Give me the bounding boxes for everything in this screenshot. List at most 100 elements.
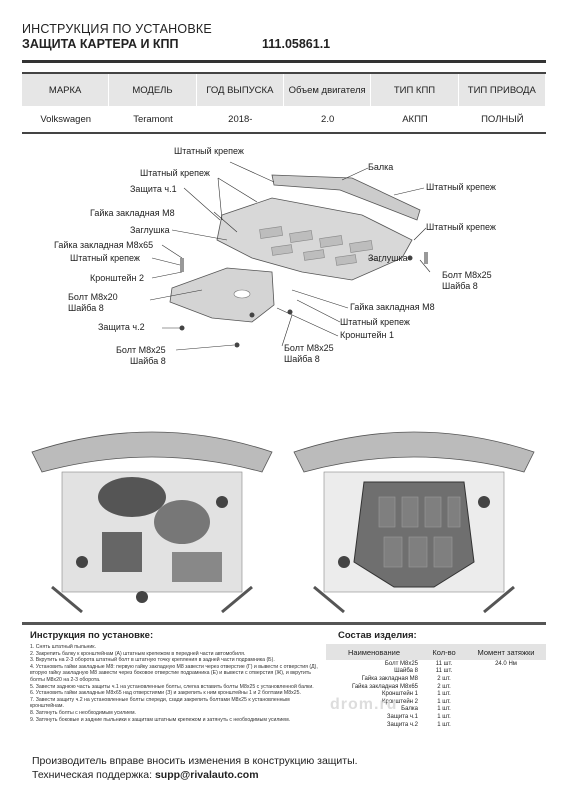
footer-support: Техническая поддержка: supp@rivalauto.co… (32, 768, 358, 782)
components-table: Наименование Кол-во Момент затяжки Болт … (326, 644, 546, 728)
table-row: Защита ч.2 1 шт. (326, 721, 546, 729)
component-name: Защита ч.2 (386, 721, 418, 728)
component-qty: 1 шт. (437, 706, 451, 713)
label-gayka-m8: Гайка закладная М8 (350, 302, 435, 312)
label-shaiba-8: Шайба 8 (130, 356, 166, 366)
label-shaiba-8: Шайба 8 (442, 281, 478, 291)
components-header-cell: Момент затяжки (477, 647, 535, 657)
component-qty: 1 шт. (437, 713, 451, 720)
component-name: Шайба 8 (394, 668, 418, 675)
component-qty: 1 шт. (437, 721, 451, 728)
spec-header-cell: Объем двигателя (284, 74, 372, 106)
component-qty: 11 шт. (435, 668, 453, 675)
label-bolt-m8x25: Болт М8х25 (116, 345, 166, 355)
components-header-cell: Наименование (348, 647, 400, 657)
label-shtatny-krepezh: Штатный крепеж (174, 146, 244, 156)
spec-header-cell: МОДЕЛЬ (109, 74, 197, 106)
spec-value-cell: АКПП (402, 113, 428, 125)
label-zaglushka: Заглушка (130, 225, 170, 235)
spec-value-cell: ПОЛНЫЙ (481, 113, 524, 125)
table-row: Балка 1 шт. (326, 706, 546, 714)
label-shtatny-krepezh: Штатный крепеж (340, 317, 410, 327)
instruction-step: 1. Снять штатный пыльник. (30, 644, 97, 650)
component-qty: 1 шт. (437, 698, 451, 705)
label-bolt-m8x25: Болт М8х25 (442, 270, 492, 280)
component-torque: 24.0 Нм (495, 660, 517, 667)
instruction-step: 3. Вкрутить на 2-3 оборота штатный болт … (30, 657, 275, 664)
instructions-list: 1. Снять штатный пыльник. 2. Закрепить б… (30, 644, 322, 723)
spec-header-cell: МАРКА (22, 74, 110, 106)
component-name: Гайка закладная М8 (361, 675, 418, 682)
label-kronshtein-2: Кронштейн 2 (90, 273, 144, 283)
spec-header-cell: ТИП ПРИВОДА (459, 74, 546, 106)
label-zaglushka: Заглушка (368, 253, 408, 263)
label-shtatny-krepezh: Штатный крепеж (70, 253, 140, 263)
divider (22, 622, 546, 625)
doc-title-line2: ЗАЩИТА КАРТЕРА И КПП (22, 37, 179, 51)
table-row: Болт М8х25 11 шт. 24.0 Нм (326, 660, 546, 668)
component-name: Кронштейн 1 (382, 691, 418, 698)
table-row: Кронштейн 2 1 шт. (326, 698, 546, 706)
component-name: Болт М8х25 (384, 660, 418, 667)
spec-value-cell: 2018- (228, 113, 253, 125)
label-shaiba-8: Шайба 8 (284, 354, 320, 364)
instruction-step: 9. Затянуть боковые и задние пыльники к … (30, 716, 291, 723)
support-label: Техническая поддержка: (32, 769, 153, 781)
spec-value-cell: Teramont (133, 113, 173, 125)
vehicle-spec-table: МАРКА МОДЕЛЬ ГОД ВЫПУСКА Объем двигателя… (22, 72, 546, 134)
skid-plate-drawing (149, 161, 431, 351)
component-name: Балка (401, 706, 418, 713)
component-qty: 11 шт. (435, 660, 453, 667)
spec-value-cell: Volkswagen (40, 113, 92, 125)
instruction-step: 2. Закрепить балку к кронштейнам (А) шта… (30, 650, 246, 657)
components-title: Состав изделия: (338, 630, 417, 641)
label-shtatny-krepezh: Штатный крепеж (426, 222, 496, 232)
instructions-title: Инструкция по установке: (30, 630, 154, 641)
instruction-step: 6. Установить гайки закладные М8х65 над … (30, 690, 301, 697)
component-qty: 1 шт. (437, 691, 451, 698)
underbody-before-image (31, 431, 273, 614)
header-title: ИНСТРУКЦИЯ ПО УСТАНОВКЕ ЗАЩИТА КАРТЕРА И… (22, 22, 212, 52)
label-shtatny-krepezh: Штатный крепеж (140, 168, 210, 178)
component-name: Кронштейн 2 (382, 698, 418, 705)
label-kronshtein-1: Кронштейн 1 (340, 330, 394, 340)
label-zashita-2: Защита ч.2 (98, 322, 145, 332)
label-balka: Балка (368, 162, 394, 172)
spec-header-row: МАРКА МОДЕЛЬ ГОД ВЫПУСКА Объем двигателя… (22, 74, 546, 106)
spec-value-row: Volkswagen Teramont 2018- 2.0 АКПП ПОЛНЫ… (22, 106, 546, 132)
label-gayka-m8: Гайка закладная М8 (90, 208, 175, 218)
label-zashita-1: Защита ч.1 (130, 184, 177, 194)
instruction-step: 5. Завести заднюю часть защиты ч.1 на ус… (30, 683, 314, 690)
table-row: Шайба 8 11 шт. (326, 668, 546, 676)
exploded-diagram: Штатный крепеж Штатный крепеж Защита ч.1… (22, 140, 546, 390)
components-header-row: Наименование Кол-во Момент затяжки (326, 644, 546, 660)
table-row: Кронштейн 1 1 шт. (326, 690, 546, 698)
component-name: Защита ч.1 (386, 713, 418, 720)
support-email-link[interactable]: supp@rivalauto.com (154, 769, 259, 781)
instruction-step: 7. Завести защиту ч.2 на установленные б… (30, 696, 290, 710)
table-row: Защита ч.1 1 шт. (326, 713, 546, 721)
components-header-cell: Кол-во (432, 647, 456, 657)
underbody-after-image (293, 431, 535, 614)
label-shaiba-8: Шайба 8 (68, 303, 104, 313)
footer-disclaimer: Производитель вправе вносить изменения в… (32, 755, 358, 767)
spec-value-cell: 2.0 (321, 113, 335, 125)
doc-title-line1: ИНСТРУКЦИЯ ПО УСТАНОВКЕ (22, 22, 212, 36)
component-name: Гайка закладная М8х65 (351, 683, 418, 690)
label-shtatny-krepezh: Штатный крепеж (426, 182, 496, 192)
label-gayka-m8x65: Гайка закладная М8х65 (54, 240, 154, 250)
label-bolt-m8x25: Болт М8х25 (284, 343, 334, 353)
table-row: Гайка закладная М8 2 шт. (326, 675, 546, 683)
watermark: drom.ru (330, 696, 398, 713)
underbody-illustrations (22, 412, 546, 617)
product-code: 111.05861.1 (262, 37, 331, 51)
component-qty: 2 шт. (437, 675, 451, 682)
table-row: Гайка закладная М8х65 2 шт. (326, 683, 546, 691)
instruction-step: 4. Установить гайки закладные М8: первую… (30, 663, 318, 683)
component-qty: 2 шт. (437, 683, 451, 690)
spec-header-cell: ТИП КПП (371, 74, 459, 106)
divider (22, 60, 546, 63)
footer: Производитель вправе вносить изменения в… (32, 754, 358, 782)
label-bolt-m8x20: Болт М8х20 (68, 292, 118, 302)
spec-header-cell: ГОД ВЫПУСКА (197, 74, 284, 106)
